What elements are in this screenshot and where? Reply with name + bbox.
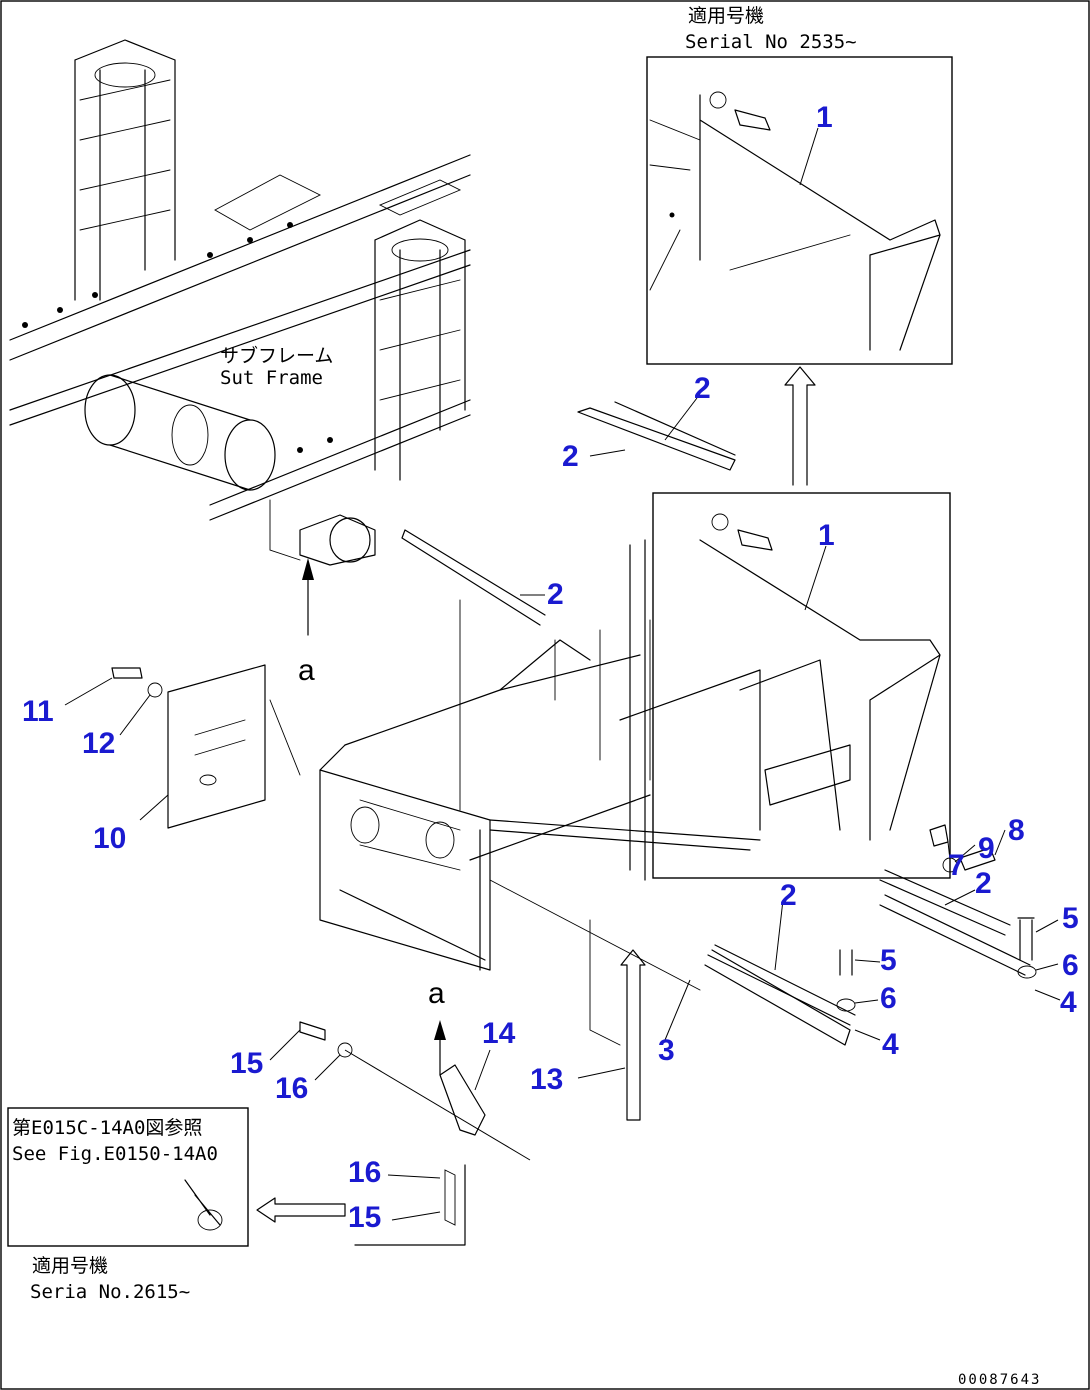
view-arrow-a-bottom-label: a bbox=[428, 977, 445, 1010]
callout-1-mid: 1 bbox=[818, 519, 835, 552]
bottom-serial-jp: 適用号機 bbox=[32, 1255, 108, 1277]
callout-5-a: 5 bbox=[1062, 902, 1079, 935]
callout-4-b: 4 bbox=[882, 1028, 899, 1061]
view-arrow-a-top-label: a bbox=[298, 654, 315, 687]
callout-2-a: 2 bbox=[694, 372, 711, 405]
callout-16-a: 16 bbox=[275, 1072, 308, 1105]
top-serial-jp: 適用号機 bbox=[688, 5, 764, 27]
leader-lines bbox=[64, 127, 1061, 1221]
strip-parts bbox=[401, 401, 1031, 1046]
callout-6-a: 6 bbox=[1062, 949, 1079, 982]
callout-8: 8 bbox=[1008, 814, 1025, 847]
callout-11: 11 bbox=[22, 695, 54, 728]
bottom-serial-en: Seria No.2615~ bbox=[30, 1281, 190, 1303]
callout-2-e: 2 bbox=[780, 879, 797, 912]
main-box-drawing bbox=[269, 492, 951, 1046]
up-arrow-to-inset bbox=[784, 366, 816, 486]
callout-12: 12 bbox=[82, 727, 115, 760]
callout-7: 7 bbox=[948, 849, 965, 882]
callout-2-c: 2 bbox=[547, 578, 564, 611]
callout-1-top: 1 bbox=[816, 101, 833, 134]
callout-15-b: 15 bbox=[348, 1201, 381, 1234]
callout-14: 14 bbox=[482, 1017, 516, 1050]
subframe-label-jp: サブフレーム bbox=[220, 344, 333, 367]
callout-2-d: 2 bbox=[975, 867, 992, 900]
sub-frame-drawing: サブフレーム Sut Frame a bbox=[9, 39, 471, 687]
callout-9: 9 bbox=[978, 832, 995, 865]
drawing-number: 00087643 bbox=[958, 1372, 1041, 1388]
callout-numbers: 1 1 2 2 2 2 2 3 4 4 5 5 6 6 7 8 9 10 11 … bbox=[22, 101, 1079, 1234]
callout-2-b: 2 bbox=[562, 440, 579, 473]
callout-15-a: 15 bbox=[230, 1047, 263, 1080]
reference-inset: 第E015C-14A0図参照 See Fig.E0150-14A0 適用号機 S… bbox=[7, 1107, 346, 1303]
callout-5-b: 5 bbox=[880, 944, 897, 977]
callout-16-b: 16 bbox=[348, 1156, 381, 1189]
subframe-label-en: Sut Frame bbox=[220, 367, 323, 389]
callout-10: 10 bbox=[93, 822, 126, 855]
callout-6-b: 6 bbox=[880, 982, 897, 1015]
callout-13: 13 bbox=[530, 1063, 563, 1096]
callout-3: 3 bbox=[658, 1034, 675, 1067]
top-detail-inset: 適用号機 Serial No 2535~ bbox=[646, 5, 953, 365]
top-serial-en: Serial No 2535~ bbox=[685, 31, 857, 53]
ref-fig-jp: 第E015C-14A0図参照 bbox=[12, 1117, 202, 1139]
callout-4-a: 4 bbox=[1060, 986, 1077, 1019]
ref-fig-en: See Fig.E0150-14A0 bbox=[12, 1143, 218, 1165]
fastener-parts: a bbox=[111, 664, 1037, 1246]
